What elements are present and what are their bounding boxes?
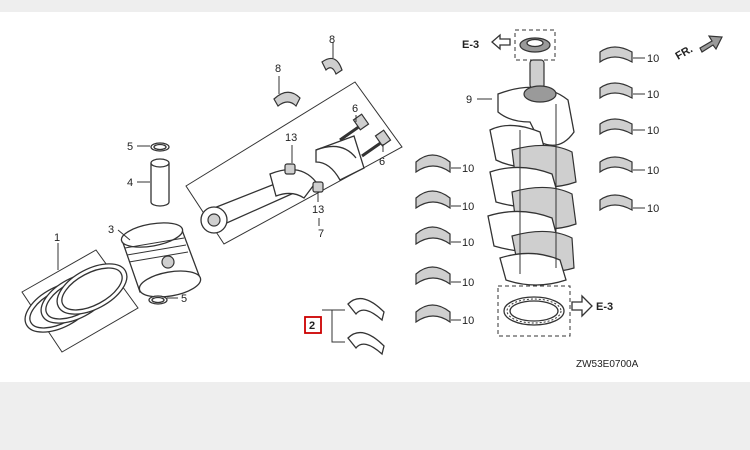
label-7: 7	[318, 228, 324, 240]
oil-seal-bottom-box	[497, 285, 571, 337]
label-10-l2: 10	[462, 201, 474, 213]
label-13a: 13	[285, 132, 297, 144]
front-direction-indicator: FR.	[674, 35, 723, 63]
label-1: 1	[54, 232, 60, 244]
label-2[interactable]: 2	[309, 320, 315, 332]
label-10-l3: 10	[462, 237, 474, 249]
label-10-l5: 10	[462, 315, 474, 327]
front-arrow-icon	[699, 35, 723, 53]
label-4: 4	[127, 177, 133, 189]
piston-pin-clip-5a[interactable]	[150, 142, 170, 152]
ref-e3-bottom[interactable]: E-3	[596, 301, 613, 313]
label-10-r3: 10	[647, 125, 659, 137]
thrust-washer-2a[interactable]	[347, 297, 385, 322]
label-10-r4: 10	[647, 165, 659, 177]
main-bearing-left-5[interactable]	[415, 304, 451, 324]
conrod-bearing-8a[interactable]	[273, 91, 301, 108]
main-bearing-right-4[interactable]	[599, 156, 633, 174]
label-8a: 8	[275, 63, 281, 75]
diagram-code: ZW53E0700A	[576, 359, 639, 370]
thrust-washer-2b[interactable]	[347, 331, 385, 356]
main-bearing-left-4[interactable]	[415, 266, 451, 286]
dowel-pins-13[interactable]	[284, 163, 324, 193]
label-3: 3	[108, 224, 114, 236]
highlight-box-2	[304, 316, 322, 334]
piston-3[interactable]	[120, 219, 203, 301]
label-5a: 5	[127, 141, 133, 153]
connecting-rod-7[interactable]	[200, 168, 317, 234]
crankshaft-9[interactable]	[487, 59, 577, 286]
label-10-l1: 10	[462, 163, 474, 175]
piston-ring-set-1[interactable]	[17, 249, 139, 353]
label-10-r2: 10	[647, 89, 659, 101]
rod-cap[interactable]	[315, 135, 365, 181]
label-6a: 6	[352, 103, 358, 115]
conrod-bolt-6b[interactable]	[361, 129, 392, 158]
label-10-r5: 10	[647, 203, 659, 215]
main-bearing-right-2[interactable]	[599, 82, 633, 100]
label-10-l4: 10	[462, 277, 474, 289]
label-13b: 13	[312, 204, 324, 216]
diagram-canvas: 1 3 5 5	[0, 12, 750, 382]
piston-pin-clip-5b[interactable]	[148, 295, 168, 305]
conrod-bearing-8b[interactable]	[321, 57, 343, 75]
main-bearing-left-2[interactable]	[415, 190, 451, 210]
ref-arrow-bottom	[571, 294, 593, 318]
oil-seal-top[interactable]	[519, 37, 551, 53]
main-bearing-right-5[interactable]	[599, 194, 633, 212]
piston-pin-4[interactable]	[150, 158, 170, 207]
parts-diagram: 1 3 5 5	[17, 29, 723, 370]
direction-label: FR.	[674, 43, 695, 62]
oil-seal-bottom[interactable]	[503, 296, 565, 326]
main-bearing-right-1[interactable]	[599, 46, 633, 64]
label-8b: 8	[329, 34, 335, 46]
label-9: 9	[466, 94, 472, 106]
label-10-r1: 10	[647, 53, 659, 65]
main-bearing-left-3[interactable]	[415, 226, 451, 246]
ref-e3-top[interactable]: E-3	[462, 39, 479, 51]
main-bearing-left-1[interactable]	[415, 154, 451, 174]
conrod-bolt-6a[interactable]	[339, 113, 370, 142]
ref-arrow-top	[491, 33, 511, 51]
label-5b: 5	[181, 293, 187, 305]
label-6b: 6	[379, 156, 385, 168]
main-bearing-right-3[interactable]	[599, 118, 633, 136]
